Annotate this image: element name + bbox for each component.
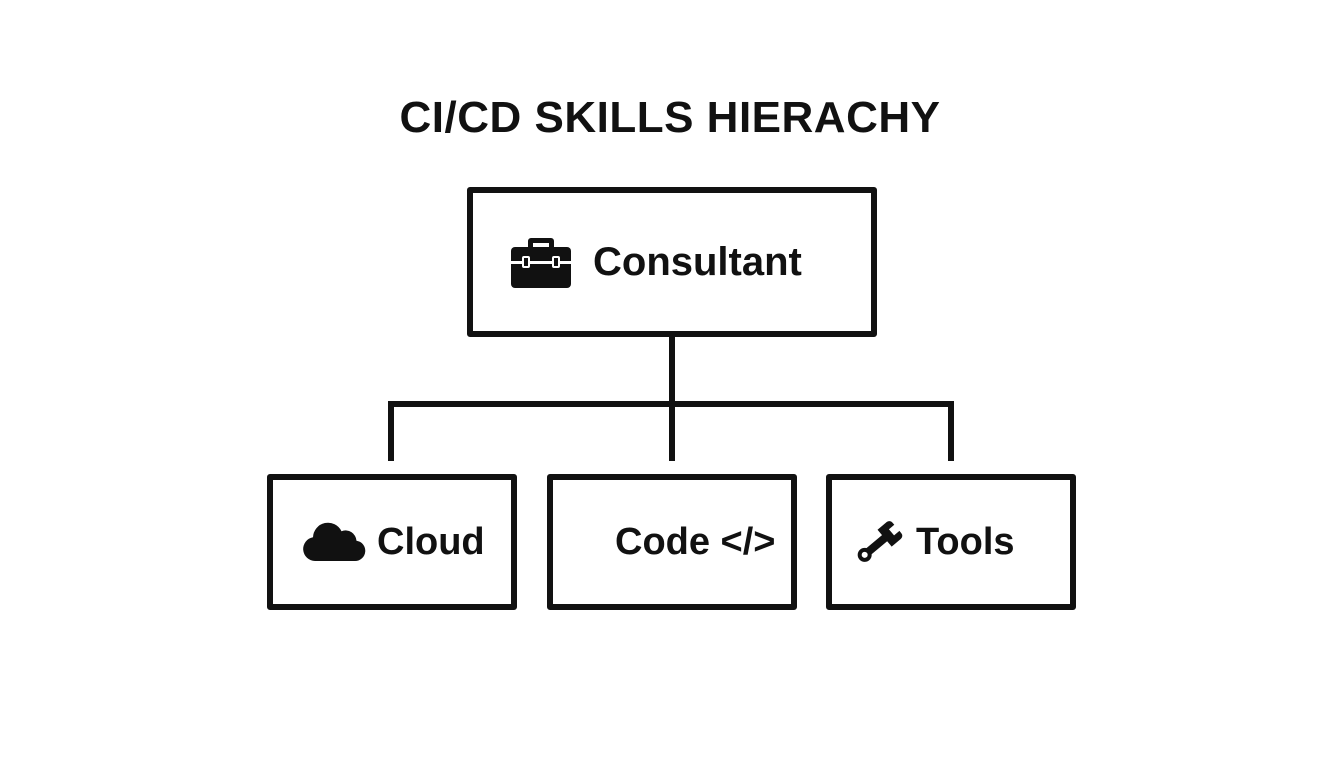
code-node: Code </> bbox=[547, 474, 797, 610]
consultant-node: Consultant bbox=[467, 187, 877, 337]
wrench-icon bbox=[857, 521, 903, 562]
consultant-label: Consultant bbox=[593, 239, 802, 284]
tools-node: Tools bbox=[826, 474, 1076, 610]
code-label: Code </> bbox=[615, 520, 776, 563]
tools-label: Tools bbox=[916, 520, 1015, 563]
cloud-icon bbox=[303, 522, 366, 562]
diagram-title: CI/CD SKILLS HIERACHY bbox=[399, 93, 941, 142]
cloud-node: Cloud bbox=[267, 474, 517, 610]
cloud-label: Cloud bbox=[377, 520, 485, 563]
briefcase-icon bbox=[511, 238, 571, 288]
